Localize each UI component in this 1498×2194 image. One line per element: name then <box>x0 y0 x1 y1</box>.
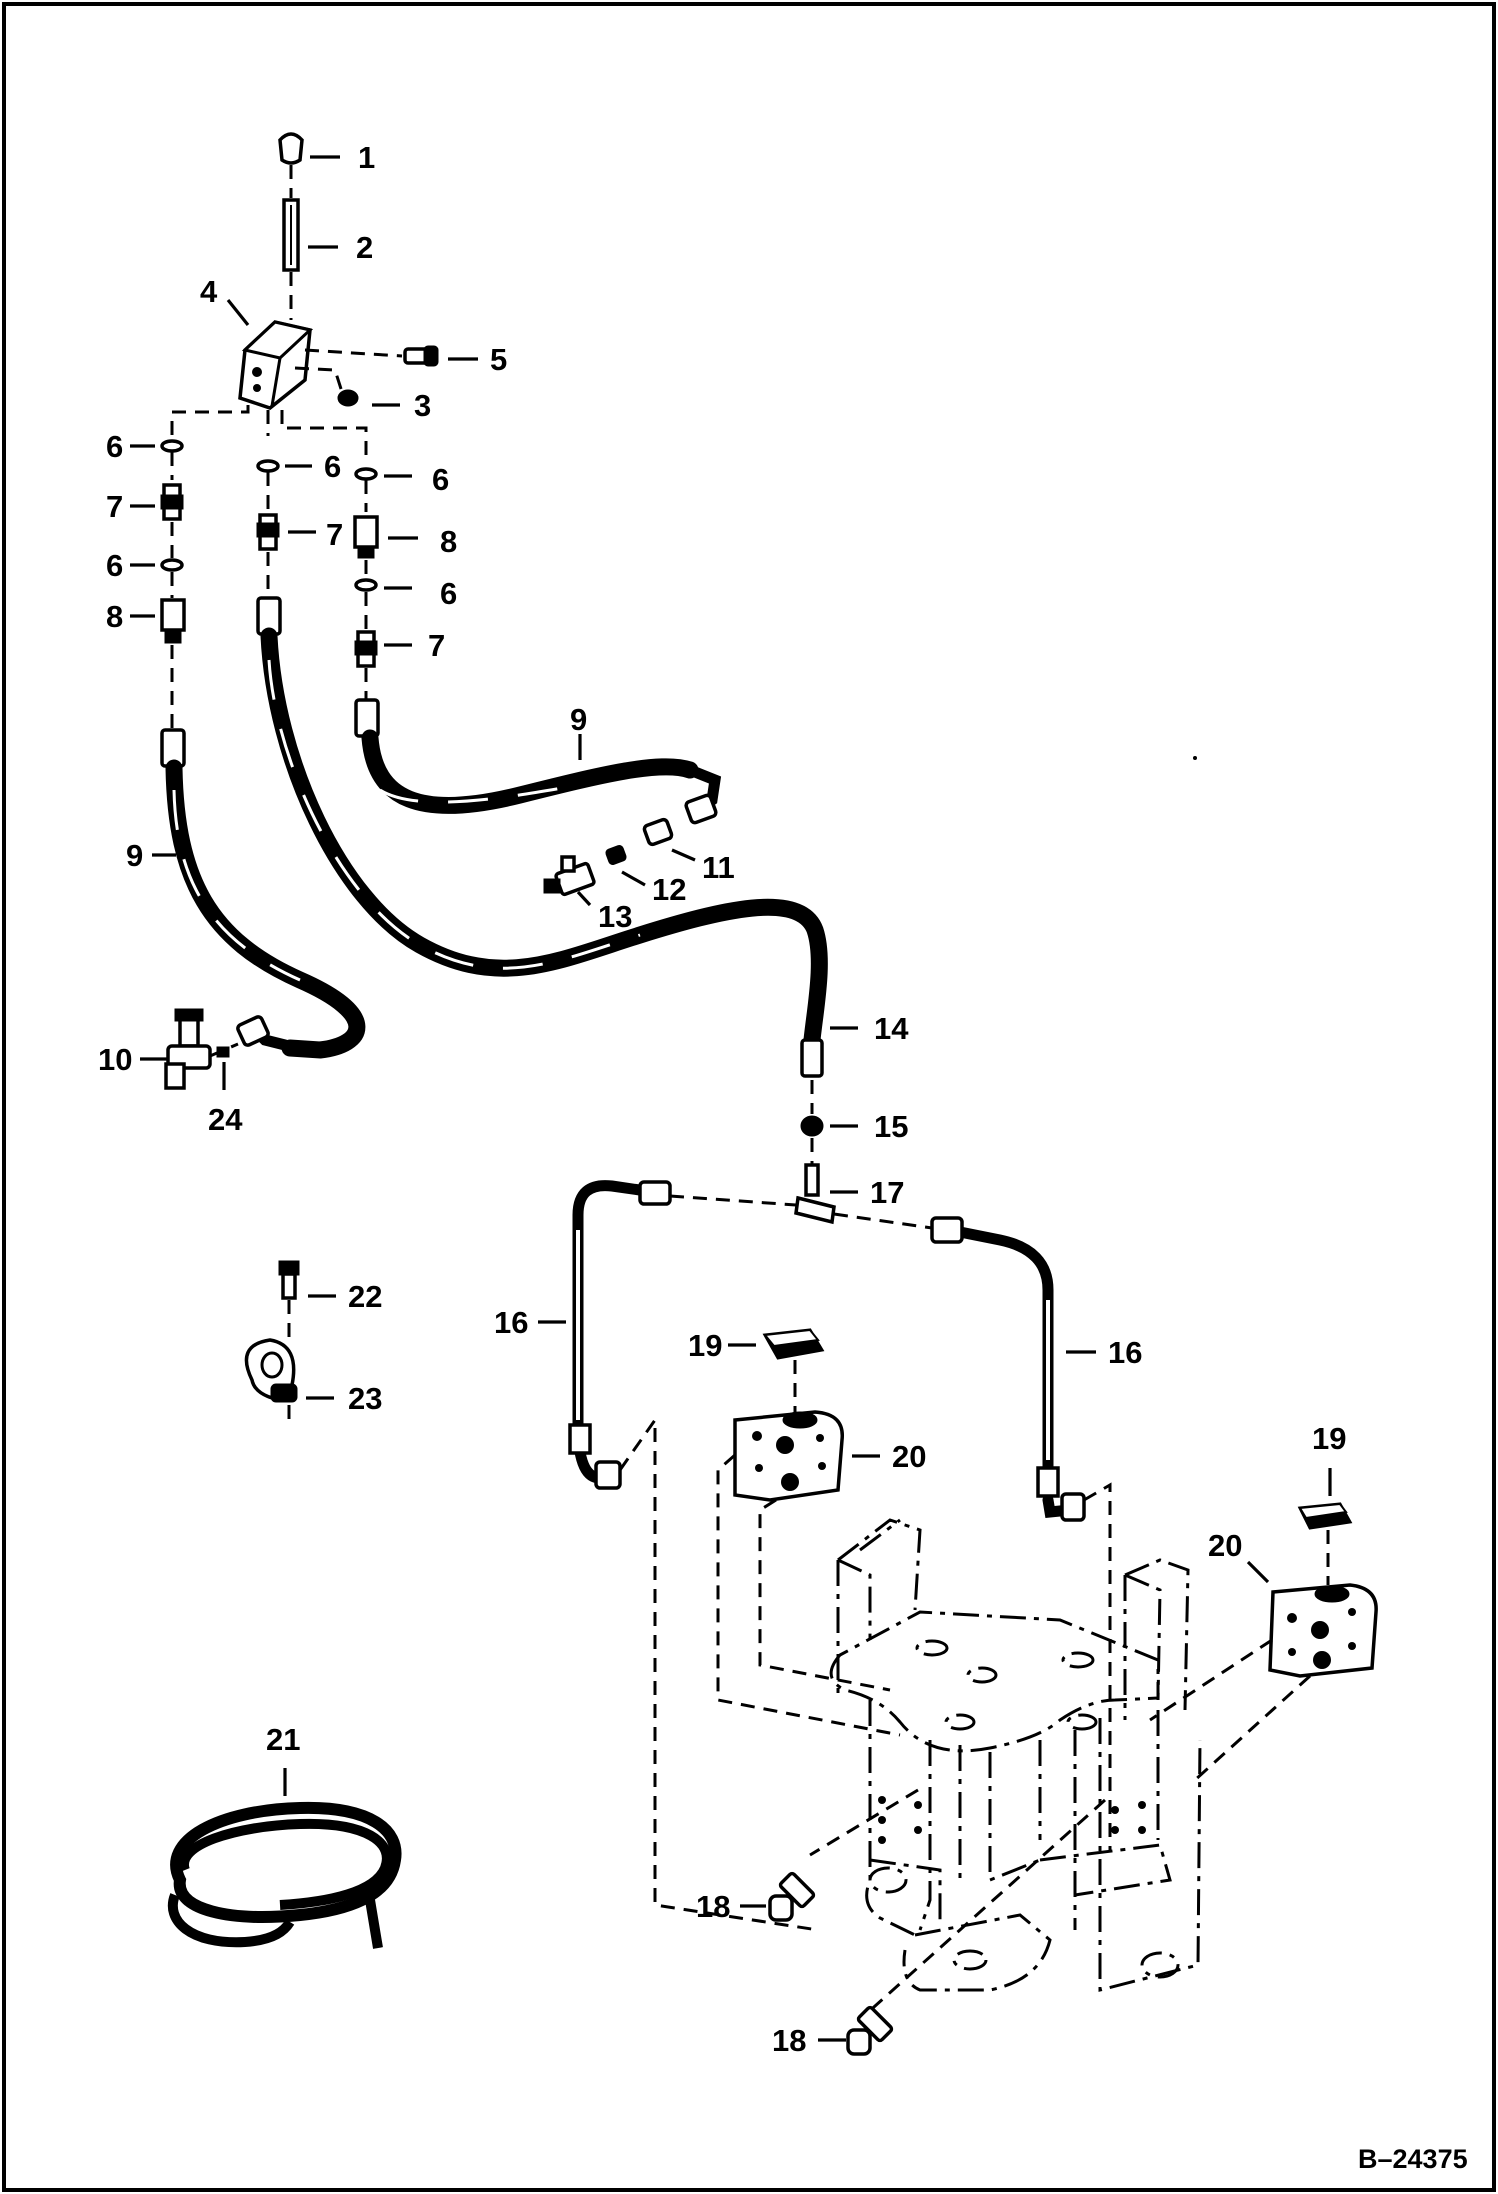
callout-1: 1 <box>358 140 375 175</box>
callout-16-right: 16 <box>1108 1335 1142 1370</box>
callout-12: 12 <box>652 872 686 907</box>
callout-20-left: 20 <box>892 1439 926 1474</box>
callout-8-right: 8 <box>440 524 457 559</box>
callout-3: 3 <box>414 388 431 423</box>
callout-9-right: 9 <box>570 702 587 737</box>
callout-6-left-bottom: 6 <box>106 548 123 583</box>
left-fitting-stack <box>160 439 186 730</box>
callouts: 1 2 3 4 5 6 6 6 6 6 7 7 7 8 8 9 9 <box>98 140 1468 2174</box>
callout-2: 2 <box>356 230 373 265</box>
callout-10: 10 <box>98 1042 132 1077</box>
tee-fitting-group <box>543 817 674 897</box>
callout-7-middle: 7 <box>326 517 343 552</box>
callout-14: 14 <box>874 1011 909 1046</box>
callout-16-left: 16 <box>494 1305 528 1340</box>
square-washers <box>762 1328 1353 1585</box>
callout-7-right: 7 <box>428 628 445 663</box>
coiled-hose <box>167 1801 402 1949</box>
callout-19-right: 19 <box>1312 1421 1346 1456</box>
callout-5: 5 <box>490 342 507 377</box>
callout-8-left: 8 <box>106 599 123 634</box>
seal-part <box>337 389 359 407</box>
callout-20-right: 20 <box>1208 1528 1242 1563</box>
callout-22: 22 <box>348 1279 382 1314</box>
callout-24: 24 <box>208 1102 243 1137</box>
hoses <box>160 596 828 1078</box>
callout-13: 13 <box>598 899 632 934</box>
callout-6-right-top: 6 <box>432 462 449 497</box>
callout-11: 11 <box>702 850 735 885</box>
valve-assembly <box>170 132 439 460</box>
knob-part <box>278 132 304 165</box>
callout-9-left: 9 <box>126 838 143 873</box>
callout-19-left: 19 <box>688 1328 722 1363</box>
callout-18-upper: 18 <box>696 1889 730 1924</box>
mounting-brackets <box>716 1410 1378 1782</box>
main-frame <box>809 1518 1202 2017</box>
middle-fitting-stack <box>256 459 280 598</box>
branch-tubes <box>568 1080 1112 1932</box>
callout-15: 15 <box>874 1109 908 1144</box>
right-fitting-stack <box>353 467 379 700</box>
callout-17: 17 <box>870 1175 904 1210</box>
left-tee-fitting <box>164 1008 239 1090</box>
clamp-assembly <box>244 1260 300 1425</box>
callout-4: 4 <box>200 274 218 309</box>
callout-18-lower: 18 <box>772 2023 806 2058</box>
callout-23: 23 <box>348 1381 382 1416</box>
callout-6-middle: 6 <box>324 449 341 484</box>
callout-21: 21 <box>266 1722 300 1757</box>
bolts <box>768 1871 894 2056</box>
callout-6-left-top: 6 <box>106 429 123 464</box>
document-number: B–24375 <box>1358 2144 1468 2174</box>
callout-6-right-bottom: 6 <box>440 576 457 611</box>
callout-7-left: 7 <box>106 489 123 524</box>
